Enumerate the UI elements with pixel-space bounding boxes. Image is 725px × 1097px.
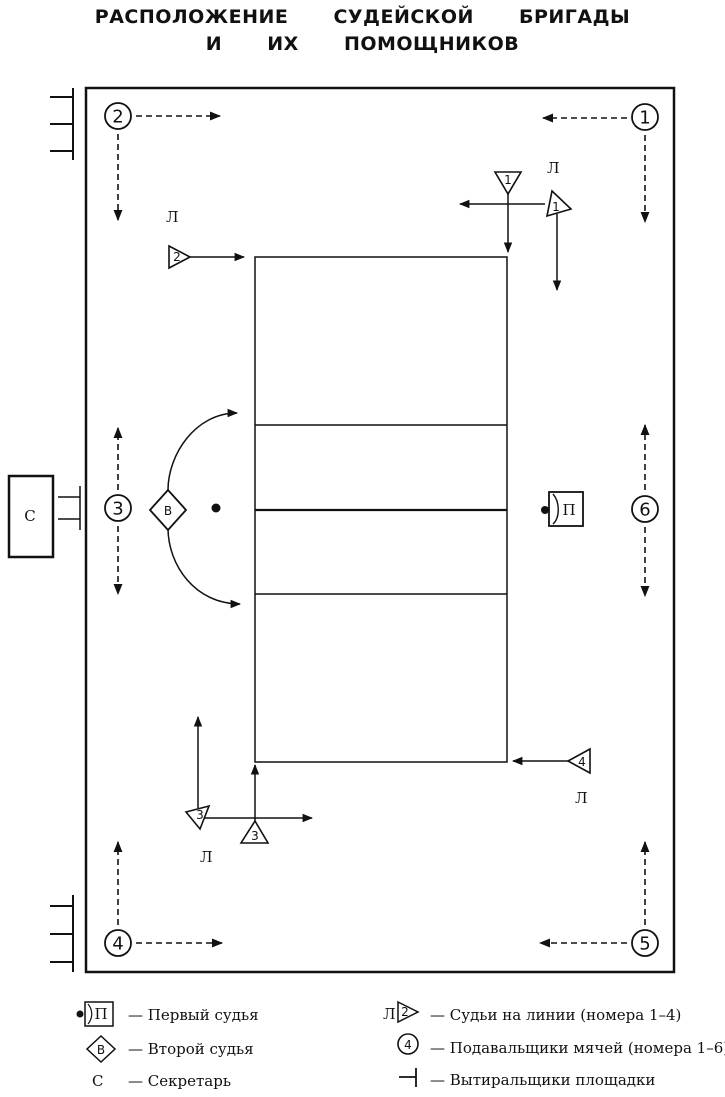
svg-text:2: 2 [401,1005,409,1019]
svg-text:— Первый судья: — Первый судья [128,1006,259,1024]
svg-text:— Второй судья: — Второй судья [128,1040,254,1058]
svg-text:П: П [94,1005,107,1023]
line-judge-4: 4 Л [511,747,591,807]
title-line-1: РАСПОЛОЖЕНИЕ СУДЕЙСКОЙ БРИГАДЫ [94,6,631,28]
second-referee-dot [211,503,221,513]
line-judge-marker: Л [166,208,179,226]
ball-retriever-2: 2 [104,102,222,222]
line-judge-marker: Л [575,789,588,807]
court [254,256,508,763]
svg-text:— Подавальщики мячей (номера 1: — Подавальщики мячей (номера 1–6) [430,1039,725,1057]
secretary-label: С [24,507,35,525]
ball-retriever-1: 1 [541,103,659,224]
ball-retriever-4: 4 [104,840,224,957]
legend-first-referee: П — Первый судья [76,1001,259,1027]
svg-text:5: 5 [639,934,650,955]
svg-text:2: 2 [112,107,123,128]
line-judge-marker: Л [547,159,560,177]
svg-text:В: В [97,1043,105,1057]
line-judge-1: 1 1 Л [458,159,573,292]
svg-text:3: 3 [251,829,259,843]
hall-boundary [84,86,676,974]
court-wipers-secretary [58,486,81,530]
line-judge-2: Л 2 [166,208,246,270]
ball-retriever-5: 5 [538,840,659,957]
svg-text:6: 6 [639,500,650,521]
line-judge-marker: Л [200,848,213,866]
legend: П — Первый судья В — Второй судья С — Се… [76,1000,725,1090]
svg-text:3: 3 [112,499,123,520]
svg-text:С: С [92,1072,103,1090]
legend-line-judges: Л 2 — Судьи на линии (номера 1–4) [383,1000,681,1024]
legend-second-referee: В — Второй судья [85,1034,254,1064]
svg-text:— Судьи на линии (номера 1–4): — Судьи на линии (номера 1–4) [430,1006,681,1024]
ball-retriever-3: 3 [104,426,132,596]
svg-text:1: 1 [639,108,650,129]
secretary-table: С [7,474,55,559]
ball-retriever-6: 6 [631,423,659,598]
first-referee: П [541,491,584,527]
court-wipers-bottom-left [50,895,74,972]
legend-court-wipers: — Вытиральщики площадки [399,1068,655,1089]
title-line-2: И ИХ ПОМОЩНИКОВ [205,33,520,55]
svg-text:1: 1 [504,173,512,187]
legend-secretary: С — Секретарь [92,1072,231,1090]
svg-text:3: 3 [196,808,204,822]
svg-text:2: 2 [173,250,181,264]
svg-text:— Секретарь: — Секретарь [128,1072,231,1090]
second-referee-label: В [164,504,172,518]
svg-text:Л: Л [383,1005,396,1023]
svg-text:— Вытиральщики площадки: — Вытиральщики площадки [430,1071,655,1089]
svg-text:4: 4 [404,1038,412,1052]
svg-text:4: 4 [112,934,123,955]
line-judge-3: 3 3 Л [184,715,314,866]
svg-text:1: 1 [552,200,560,214]
second-referee: В [148,408,242,609]
court-wipers-top-left [50,88,74,160]
svg-text:4: 4 [578,755,586,769]
legend-ball-retrievers: 4 — Подавальщики мячей (номера 1–6) [397,1033,725,1057]
first-referee-label: П [562,501,575,519]
